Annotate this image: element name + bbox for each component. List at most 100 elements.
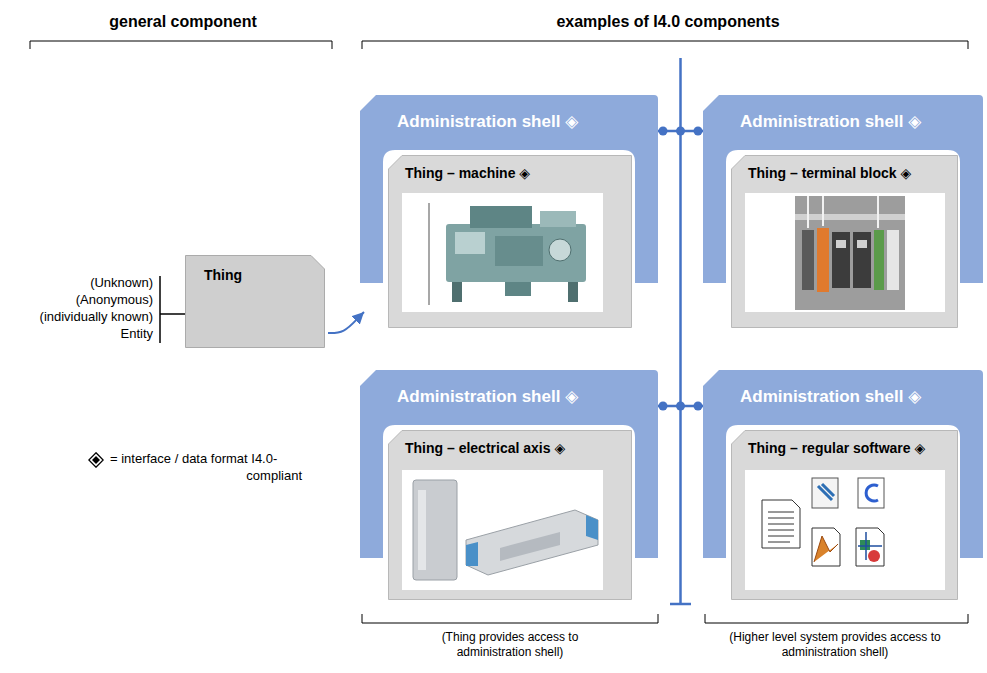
bus-dot [659,402,668,411]
terminal-block-picture [817,228,829,292]
electrical-axis-picture [402,470,603,590]
node-title: Administration shell ◈ [397,112,578,132]
machine-picture [495,236,543,266]
asset-box: Thing – machine ◈ [388,155,632,328]
software-picture [745,470,945,590]
legend-symbol [89,453,103,467]
entity-kind: (Unknown) [3,275,153,291]
bus-dot [694,127,703,136]
connector-group [328,312,364,333]
connector-group [658,402,703,411]
terminal-block-picture [808,196,878,228]
header-bracket [362,41,968,49]
administration-shell: Administration shell ◈ Thing – terminal b… [703,95,983,330]
electrical-axis-picture [500,532,560,561]
network-bus [679,58,682,604]
node-title: Administration shell ◈ [740,387,921,407]
terminal-block-picture [874,230,884,290]
machine-picture [568,282,578,302]
terminal-block-picture [836,240,846,248]
software-picture [856,528,884,566]
entity-bracket [159,276,161,343]
software-picture [812,478,838,508]
header-bracket [30,41,332,49]
node-title: Thing – terminal block ◈ [748,165,911,182]
software-picture [768,512,794,542]
entity-kind: Entity [3,326,153,342]
software-picture [814,536,838,562]
connector-group [658,127,703,136]
software-picture [818,484,834,500]
entity-kind: (Anonymous) [3,292,153,308]
section-heading: examples of I4.0 components [418,12,918,31]
network-bus [670,603,691,606]
software-picture [858,532,882,560]
entity-kind: (individually known) [3,309,153,325]
administration-shell: Administration shell ◈ Thing – machine ◈ [360,95,658,330]
electrical-axis-picture [402,470,603,590]
node-title: Thing – electrical axis ◈ [405,440,565,457]
node-outline [186,256,325,348]
arrow-connector [328,312,364,333]
terminal-block-picture [795,196,905,310]
footer-bracket [705,614,968,623]
terminal-block-picture [745,193,945,312]
terminal-block-picture [745,193,945,312]
terminal-block-picture [857,240,867,248]
machine-picture [402,193,603,312]
machine-picture [455,232,485,254]
footer-bracket [362,614,658,623]
header-bracket [30,41,968,49]
node-title: Thing – regular software ◈ [748,440,925,457]
entity-bracket [160,313,185,315]
node-outline [732,156,958,328]
software-picture [860,540,870,550]
software-picture [812,528,840,566]
machine-picture [446,224,586,282]
administration-shell: Administration shell ◈ Thing – regular so… [703,370,983,605]
machine-picture [470,206,532,228]
bus-dot [694,402,703,411]
terminal-block-picture [832,232,850,288]
terminal-block-picture [887,230,899,290]
node-title: Administration shell ◈ [397,387,578,407]
software-picture [745,470,945,590]
thing-box: Thing [185,255,325,348]
section-heading: general component [33,12,333,31]
access-note: (Higher level system provides access to … [724,630,946,660]
asset-box: Thing – regular software ◈ [731,430,958,600]
administration-shell: Administration shell ◈ Thing – electrical… [360,370,658,605]
node-outline [389,156,632,328]
terminal-block-picture [853,232,871,288]
node-title: Thing [204,267,242,284]
electrical-axis-picture [586,515,598,540]
software-picture [868,550,880,562]
node-outline [389,431,632,600]
asset-box: Thing – terminal block ◈ [731,155,958,328]
access-note: (Thing provides access to administration… [430,630,590,660]
network-bus [670,58,691,604]
node-title: Thing – machine ◈ [405,165,530,182]
node-title: Administration shell ◈ [740,112,921,132]
terminal-block-picture [795,214,905,220]
machine-picture [549,239,571,261]
machine-picture [505,282,531,296]
machine-picture [452,282,462,302]
legend-symbol [92,456,100,464]
bus-dot [676,127,685,136]
electrical-axis-picture [413,480,457,580]
machine-picture [540,211,576,227]
terminal-block-picture [802,230,814,290]
footer-bracket [362,614,968,623]
electrical-axis-picture [418,490,426,570]
machine-picture [402,193,603,312]
entity-bracket [160,276,185,343]
node-outline [732,431,958,600]
legend-symbol [88,452,104,468]
software-picture [866,485,878,501]
electrical-axis-picture [466,510,598,575]
machine-picture [428,203,430,305]
software-picture [858,478,884,508]
bus-dot [676,402,685,411]
